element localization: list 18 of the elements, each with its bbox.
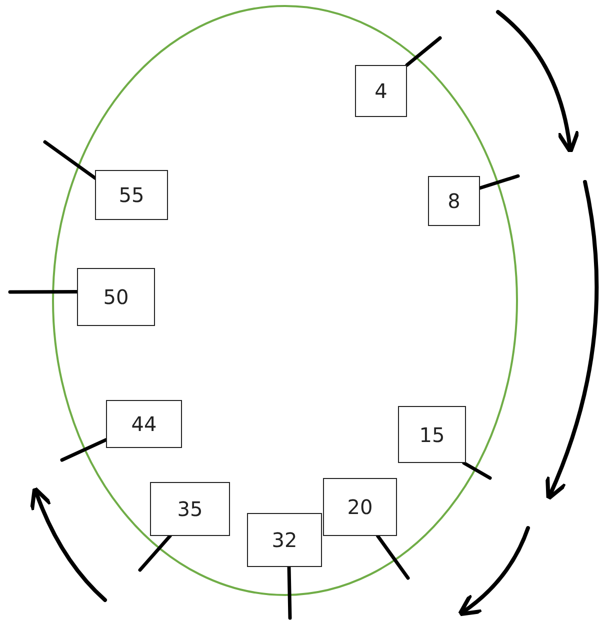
number-box: 32 (247, 513, 322, 567)
tick-line (138, 534, 172, 572)
number-box: 35 (150, 482, 230, 536)
tick-line (287, 565, 292, 620)
tick-line (478, 174, 520, 190)
number-box: 44 (106, 400, 182, 448)
tick-line (462, 461, 492, 480)
number-box: 50 (77, 268, 155, 326)
number-box: 8 (428, 176, 480, 226)
number-box: 15 (398, 406, 466, 463)
number-box: 4 (355, 65, 407, 117)
tick-line (8, 290, 79, 294)
tick-line (43, 140, 97, 180)
tick-line (60, 438, 108, 462)
tick-line (405, 36, 442, 67)
number-box: 20 (323, 478, 397, 536)
tick-line (376, 534, 410, 580)
number-box: 55 (95, 170, 168, 220)
